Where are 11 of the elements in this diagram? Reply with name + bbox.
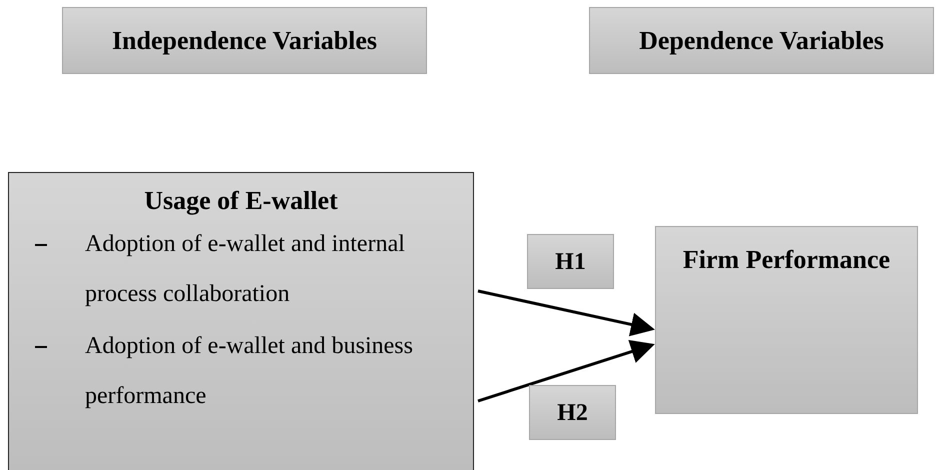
header-box: Dependence Variables <box>589 7 934 74</box>
hypothesis-box: H2 <box>529 385 616 440</box>
variable-box: Firm Performance <box>655 226 918 414</box>
hypothesis-box: H1 <box>527 234 614 289</box>
variable-box <box>8 172 474 470</box>
bullet-text: Adoption of e-wallet and business performance <box>85 332 414 411</box>
bullet-text: Adoption of e-wallet and internal process collaboration <box>85 230 406 309</box>
box-heading: Usage of E-wallet <box>144 185 338 217</box>
header-box: Independence Variables <box>62 7 427 74</box>
arrow <box>478 290 655 336</box>
arrow <box>478 340 655 402</box>
